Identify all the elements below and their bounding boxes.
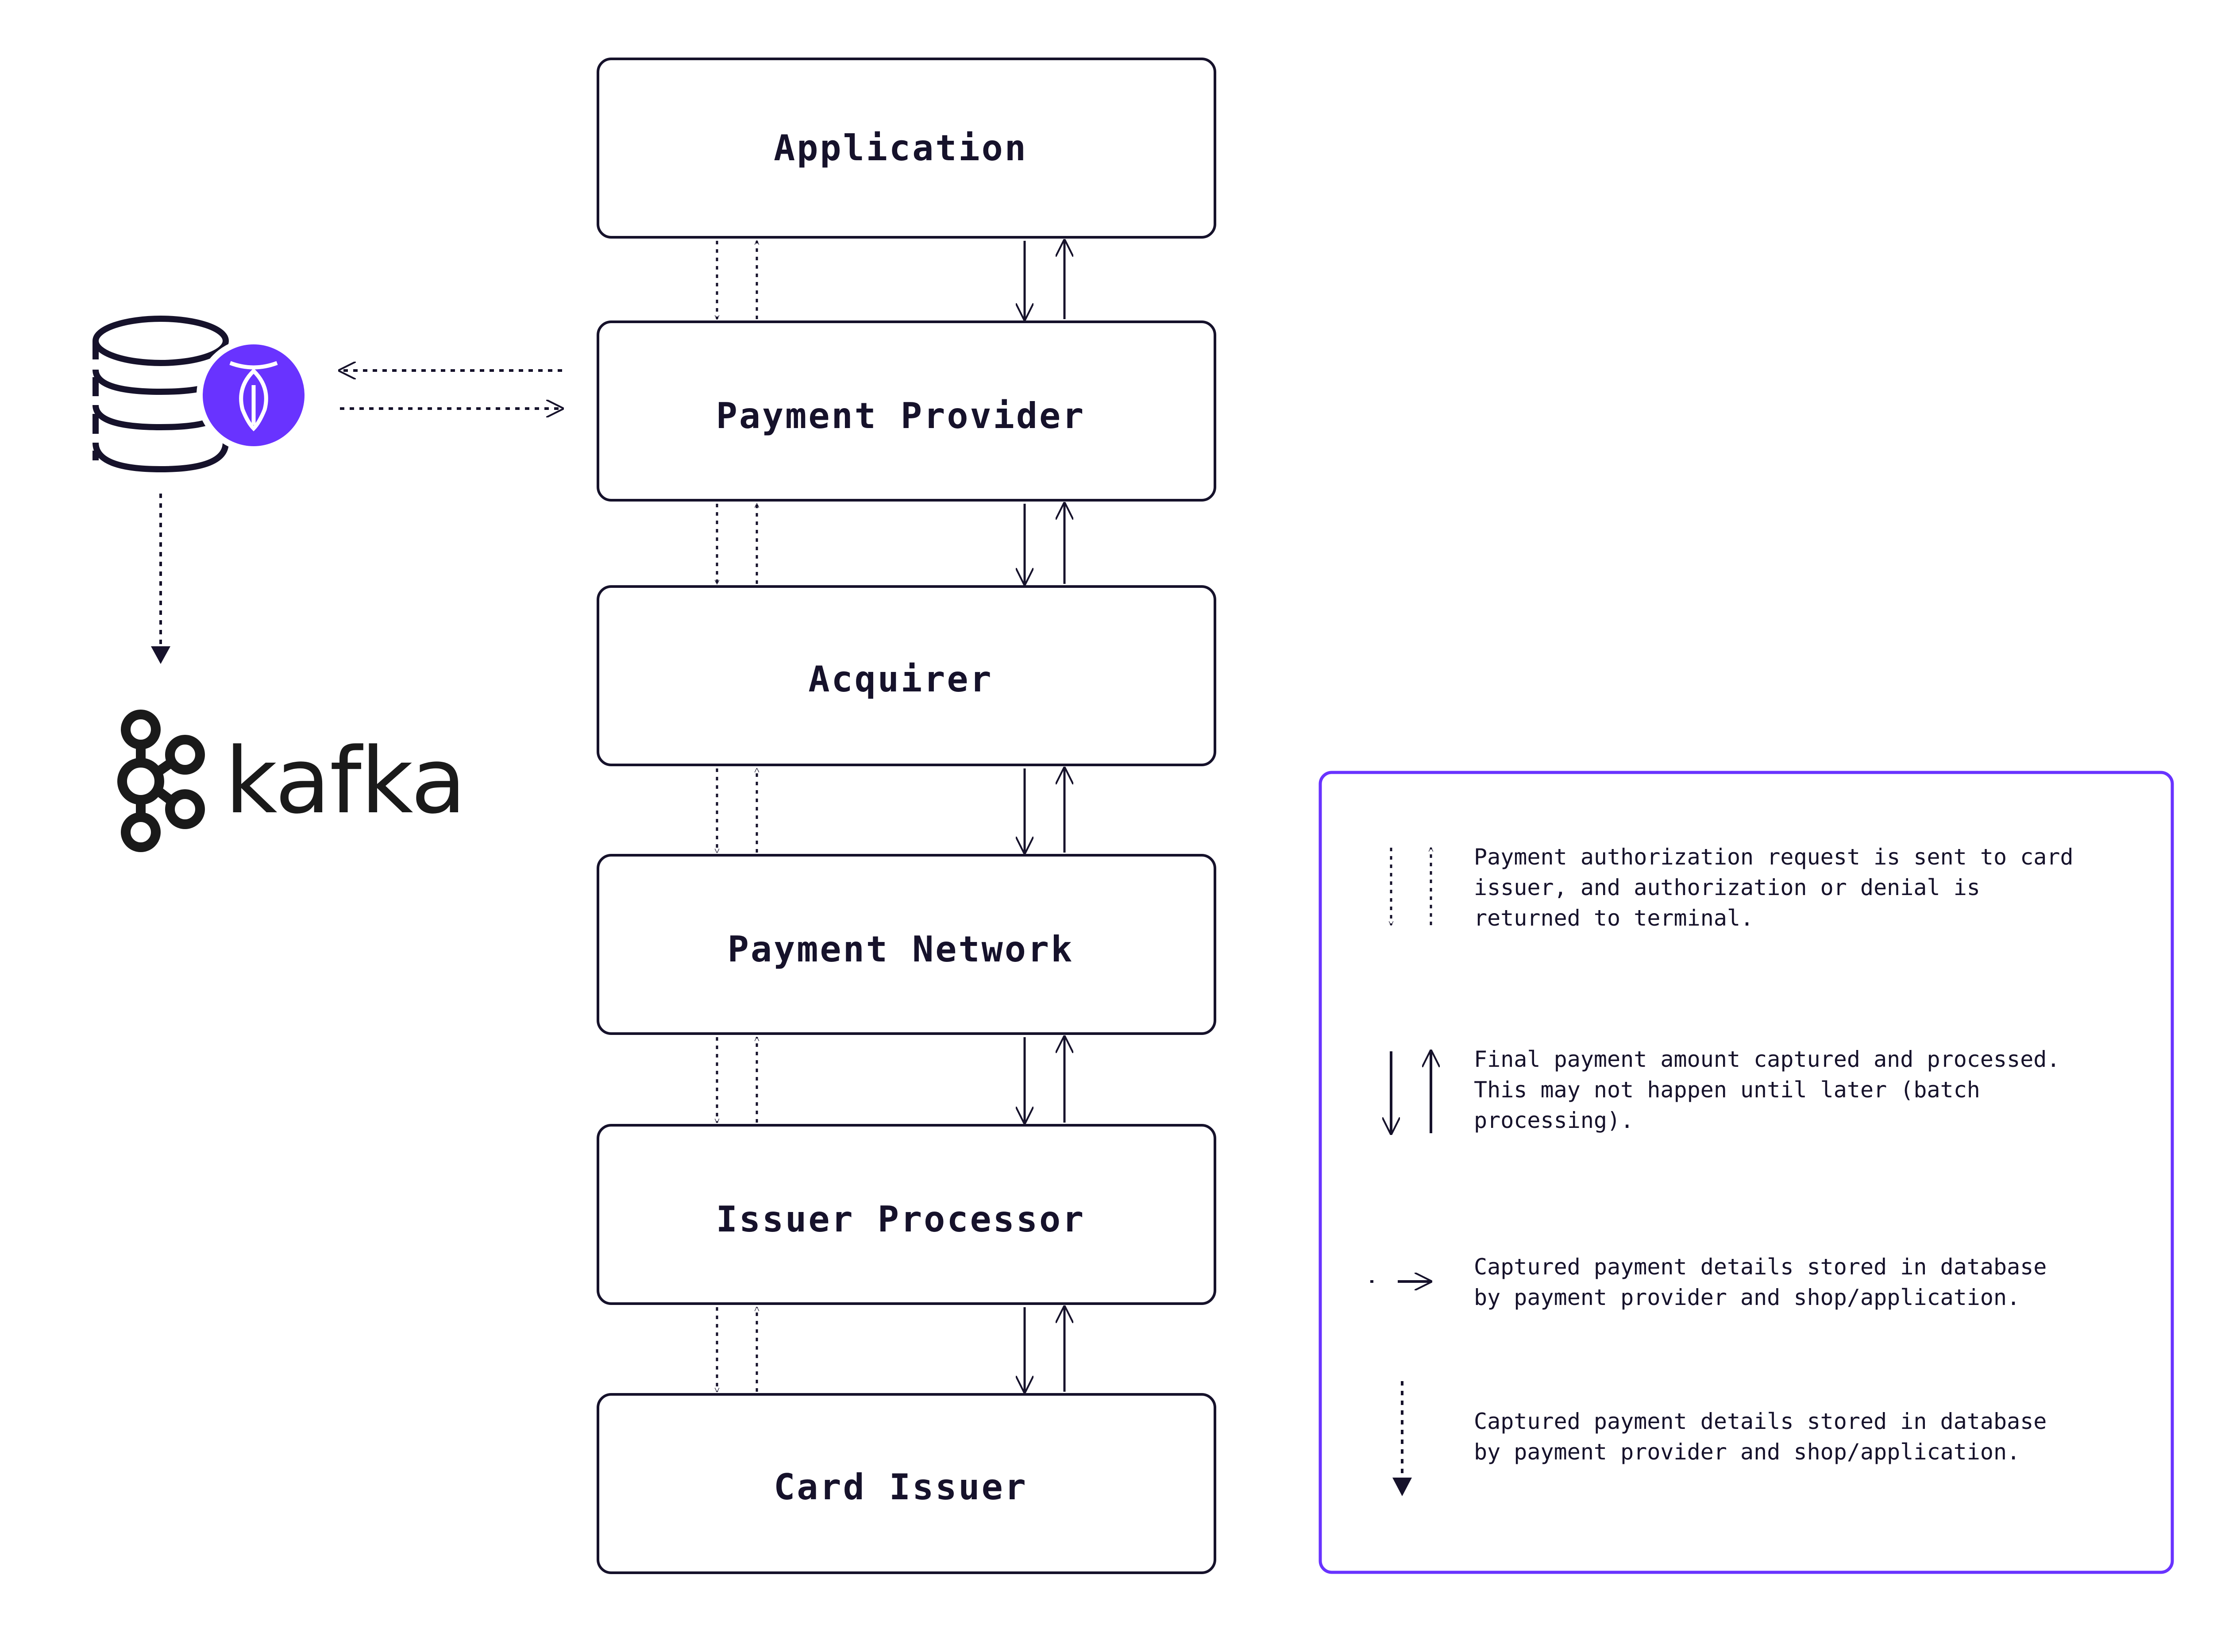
legend-item-1-line-3: returned to terminal. [1474, 905, 1754, 931]
legend-item-4-line-2: by payment provider and shop/application… [1474, 1439, 2020, 1465]
legend-item-1: Payment authorization request is sent to… [1474, 844, 2074, 931]
kafka-icon [117, 710, 205, 852]
legend-item-2-line-2: This may not happen until later (batch [1474, 1077, 1980, 1103]
connector-arrows [717, 241, 1064, 1392]
legend-panel [1319, 771, 2174, 1574]
box-label-issuer-processor: Issuer Processor [716, 1199, 1086, 1240]
legend-item-4: Captured payment details stored in datab… [1474, 1409, 2047, 1465]
dotted-down-triangle-arrow-icon [1392, 1381, 1412, 1496]
flow-box-payment-provider: Payment Provider [597, 320, 1216, 502]
legend-item-2-line-3: processing). [1474, 1108, 1634, 1133]
legend-item-3: Captured payment details stored in datab… [1474, 1254, 2047, 1310]
box-label-card-issuer: Card Issuer [774, 1467, 1028, 1508]
legend-item-3-line-2: by payment provider and shop/application… [1474, 1285, 2020, 1310]
legend-item-3-line-1: Captured payment details stored in datab… [1474, 1254, 2047, 1280]
box-label-payment-provider: Payment Provider [716, 395, 1086, 436]
legend-item-2-line-1: Final payment amount captured and proces… [1474, 1046, 2060, 1072]
flow-box-application: Application [597, 58, 1216, 239]
box-label-payment-network: Payment Network [728, 929, 1074, 970]
legend-item-2: Final payment amount captured and proces… [1474, 1046, 2060, 1133]
solid-up-down-arrows-icon [1391, 1051, 1431, 1133]
legend-item-1-line-2: issuer, and authorization or denial is [1474, 875, 1980, 900]
flow-box-acquirer: Acquirer [597, 585, 1216, 766]
legend-item-4-line-1: Captured payment details stored in datab… [1474, 1409, 2047, 1434]
cockroach-badge-icon [197, 338, 311, 452]
db-to-kafka-arrowhead [151, 646, 170, 664]
flow-box-card-issuer: Card Issuer [597, 1393, 1216, 1574]
kafka-label: kafka [225, 729, 466, 834]
box-label-application: Application [774, 127, 1028, 169]
legend-item-1-line-1: Payment authorization request is sent to… [1474, 844, 2074, 870]
box-label-acquirer: Acquirer [808, 659, 993, 700]
flow-box-payment-network: Payment Network [597, 854, 1216, 1035]
flow-box-issuer-processor: Issuer Processor [597, 1124, 1216, 1305]
